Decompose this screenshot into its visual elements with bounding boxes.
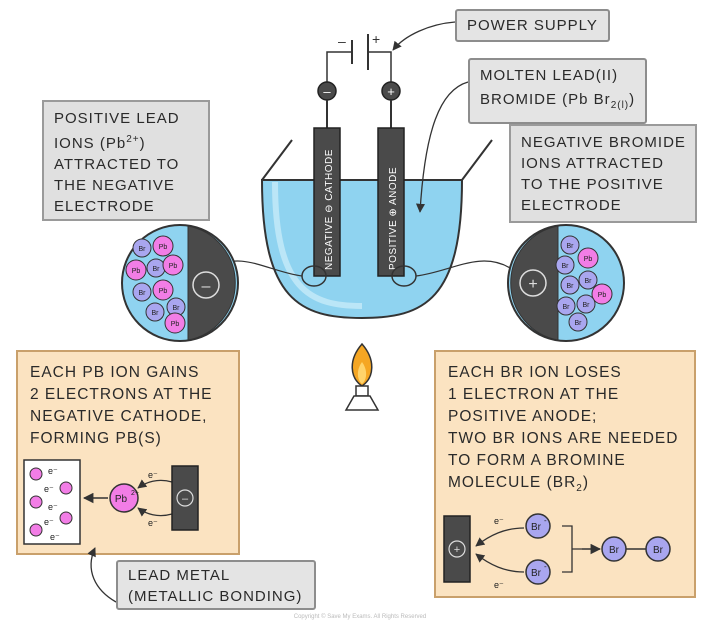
- beaker: [260, 139, 493, 320]
- br-ion-label: Br: [152, 310, 160, 317]
- pos-ions-charge: 2+: [126, 134, 140, 145]
- electron-label: e⁻: [44, 484, 54, 494]
- pb-ion-label: Pb: [169, 263, 178, 270]
- molten-line-1: MOLTEN LEAD(II): [480, 67, 619, 84]
- electron-label: e⁻: [50, 532, 60, 542]
- lead-metal-label: LEAD METAL (METALLIC BONDING): [116, 560, 316, 610]
- battery-minus-sign: –: [338, 33, 346, 49]
- anode-electrode: [377, 127, 405, 277]
- pos-ions-line-1: POSITIVE LEAD: [54, 110, 180, 127]
- pb-ion-label: Pb: [159, 288, 168, 295]
- molten-subscript: 2(l): [610, 100, 630, 111]
- cathode-electrode: [313, 127, 341, 277]
- anode-terminal-sign: +: [387, 84, 395, 99]
- br-atom-label: Br: [653, 545, 664, 556]
- br-ion-label: Br: [583, 302, 591, 309]
- br-ion-label: Br: [153, 266, 161, 273]
- pb-ion-label: Pb: [159, 244, 168, 251]
- anode-zoom-circle: + Br Br Pb Br Br Pb Br Br Br: [507, 224, 625, 342]
- neg-ions-line-4: ELECTRODE: [521, 197, 622, 214]
- pb-ion-label: Pb: [115, 494, 128, 505]
- cathode-zoom-circle: – Br Pb Pb Br Pb Br Pb Br Br Pb: [121, 224, 239, 342]
- electron-label: e⁻: [48, 502, 58, 512]
- lead-reaction-diagram: e⁻ e⁻ e⁻ e⁻ e⁻ Pb 2+ e⁻ e⁻ –: [23, 459, 199, 545]
- br-ion-label: Br: [531, 522, 542, 533]
- pos-ions-line-2: IONS (Pb: [54, 135, 127, 152]
- small-cathode-sign: –: [182, 493, 189, 505]
- pos-ions-close: ): [139, 135, 146, 152]
- br-ion-charge: -: [544, 516, 547, 525]
- pos-ions-line-3: ATTRACTED TO: [54, 156, 180, 173]
- electron-label: e⁻: [148, 518, 158, 528]
- neg-ions-line-1: NEGATIVE BROMIDE: [521, 134, 686, 151]
- positive-lead-ions-callout: POSITIVE LEAD IONS (Pb2+) ATTRACTED TO T…: [42, 100, 210, 221]
- cathode-terminal-sign: –: [323, 84, 331, 99]
- battery-plus-sign: +: [372, 31, 380, 47]
- pb-ion-label: Pb: [584, 256, 593, 263]
- zoom-anode-sign: +: [528, 276, 537, 293]
- pos-ions-line-4: THE NEGATIVE: [54, 177, 175, 194]
- small-anode-sign: +: [454, 544, 460, 556]
- molten-close: ): [629, 91, 636, 108]
- zoom-cathode-sign: –: [202, 278, 211, 295]
- pos-ions-line-5: ELECTRODE: [54, 198, 155, 215]
- power-supply-text: POWER SUPPLY: [467, 17, 598, 34]
- electron-label: e⁻: [44, 517, 54, 527]
- br-ion-label: Br: [173, 305, 181, 312]
- br-ion-label: Br: [139, 246, 147, 253]
- electron-label: e⁻: [494, 580, 504, 590]
- br-ion-label: Br: [575, 320, 583, 327]
- pb-ion-label: Pb: [132, 268, 141, 275]
- bunsen-burner-icon: [344, 342, 380, 411]
- molten-lead-bromide-label: MOLTEN LEAD(II) BROMIDE (Pb Br2(l)): [468, 58, 648, 124]
- br-ion-charge: -: [544, 562, 547, 571]
- cathode-label: NEGATIVE ⊖ CATHODE: [324, 149, 335, 270]
- pb-ion-label: Pb: [171, 321, 180, 328]
- neg-ions-line-3: TO THE POSITIVE: [521, 176, 664, 193]
- br-ion-label: Br: [562, 263, 570, 270]
- br-ion-label: Br: [585, 278, 593, 285]
- power-supply-label: POWER SUPPLY: [455, 9, 610, 42]
- molten-line-2: BROMIDE (Pb Br: [480, 91, 611, 108]
- molten-electrolyte: [260, 179, 464, 320]
- lead-metal-line-2: (METALLIC BONDING): [128, 588, 303, 605]
- lead-metal-line-1: LEAD METAL: [128, 567, 231, 584]
- anode-label: POSITIVE ⊕ ANODE: [388, 167, 399, 270]
- br-ion-label: Br: [567, 283, 575, 290]
- br-ion-label: Br: [567, 243, 575, 250]
- br-ion-label: Br: [563, 304, 571, 311]
- pb-ion-label: Pb: [598, 292, 607, 299]
- br-ion-label: Br: [531, 568, 542, 579]
- electron-label: e⁻: [48, 466, 58, 476]
- electron-label: e⁻: [148, 470, 158, 480]
- circuit-wires: [326, 34, 392, 82]
- br-ion-label: Br: [139, 290, 147, 297]
- neg-ions-line-2: IONS ATTRACTED: [521, 155, 664, 172]
- copyright-notice: Copyright © Save My Exams. All Rights Re…: [293, 614, 427, 620]
- bromine-reaction-diagram: + e⁻ e⁻ Br - Br - Br Br: [443, 513, 671, 590]
- negative-bromide-ions-callout: NEGATIVE BROMIDE IONS ATTRACTED TO THE P…: [509, 124, 697, 223]
- pb-ion-charge: 2+: [131, 490, 139, 497]
- br-atom-label: Br: [609, 545, 620, 556]
- electron-label: e⁻: [494, 516, 504, 526]
